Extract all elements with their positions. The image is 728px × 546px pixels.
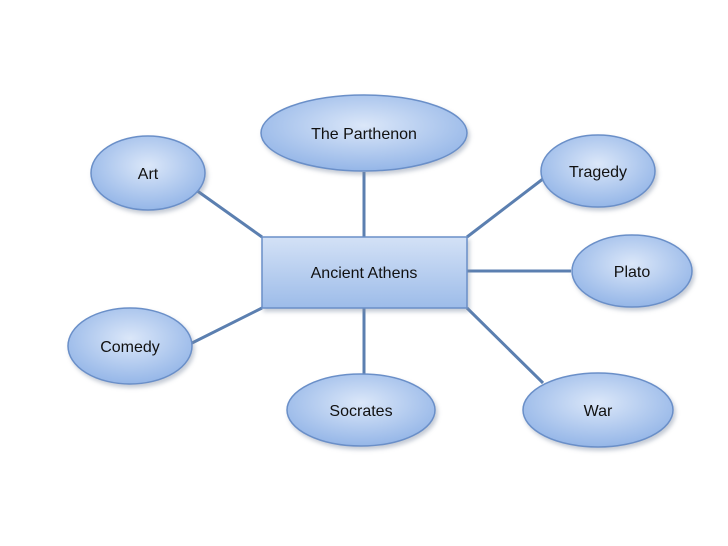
node-parthenon[interactable] bbox=[260, 94, 468, 172]
node-comedy-label: Comedy bbox=[100, 339, 160, 356]
node-tragedy[interactable] bbox=[540, 134, 656, 208]
node-comedy[interactable] bbox=[67, 307, 193, 385]
connector-tragedy bbox=[466, 170, 553, 239]
node-plato-label: Plato bbox=[614, 264, 651, 281]
connector-war bbox=[465, 306, 545, 385]
center-node[interactable] bbox=[261, 236, 468, 309]
connector-comedy bbox=[187, 306, 263, 347]
node-war-label: War bbox=[584, 403, 613, 420]
center-node-label: Ancient Athens bbox=[311, 265, 418, 282]
node-tragedy-label: Tragedy bbox=[569, 164, 627, 181]
node-plato[interactable] bbox=[571, 234, 693, 308]
node-socrates[interactable] bbox=[286, 373, 436, 447]
node-socrates-label: Socrates bbox=[329, 403, 392, 420]
node-art-label: Art bbox=[138, 166, 159, 183]
connector-art bbox=[195, 188, 263, 239]
node-war[interactable] bbox=[522, 372, 674, 448]
node-art[interactable] bbox=[90, 135, 206, 211]
connectors bbox=[187, 170, 571, 385]
node-parthenon-label: The Parthenon bbox=[311, 126, 417, 143]
